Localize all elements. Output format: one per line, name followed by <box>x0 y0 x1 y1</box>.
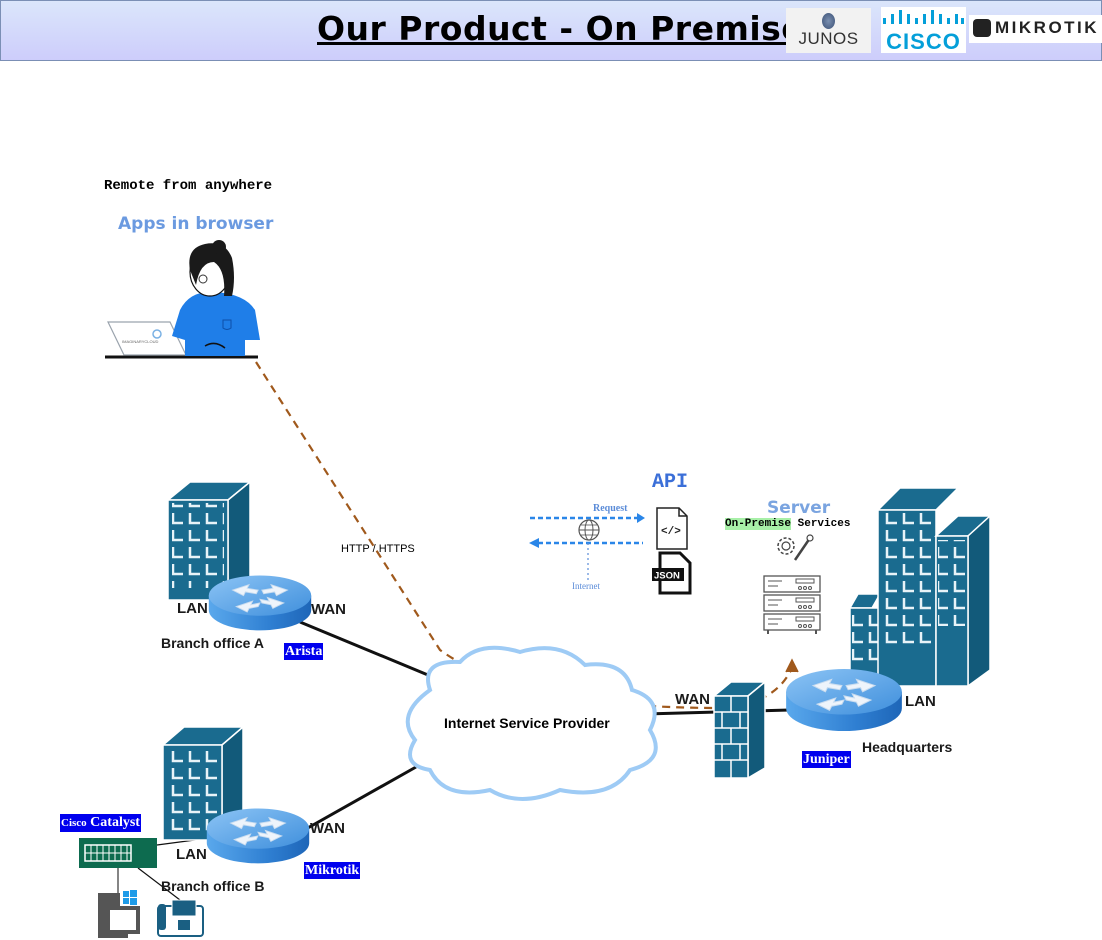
headquarters-buildings-icon <box>848 487 992 688</box>
branch-a-building-icon <box>165 480 253 602</box>
protocol-label: HTTP / HTTPS <box>341 543 415 555</box>
services-text: Services <box>791 518 851 530</box>
api-title: API <box>652 471 689 494</box>
isp-label: Internet Service Provider <box>444 715 610 731</box>
api-request-response-icon <box>529 513 645 580</box>
switch-vendor-small: Cisco <box>61 817 87 829</box>
ip-phone-icon <box>157 899 204 937</box>
hq-router-icon <box>785 668 903 732</box>
cisco-logo: CISCO <box>881 7 966 54</box>
cisco-logo-text: CISCO <box>886 29 961 54</box>
link-branch-a-isp <box>299 620 441 682</box>
code-file-icon: </> <box>656 507 688 550</box>
branch-a-lan-label: LAN <box>177 600 208 617</box>
page-title: Our Product - On Premise <box>317 9 805 48</box>
hq-wan-label: WAN <box>675 691 710 708</box>
mikrotik-emblem-icon <box>973 19 991 37</box>
cisco-catalyst-switch-icon <box>79 838 157 868</box>
mikrotik-logo-text: MIKROTIK <box>995 18 1100 37</box>
on-premise-highlight: On-Premise <box>725 518 792 530</box>
branch-b-wan-label: WAN <box>310 820 345 837</box>
branch-b-lan-label: LAN <box>176 846 207 863</box>
cisco-bars-icon <box>883 10 964 24</box>
apps-in-browser-label: Apps in browser <box>118 214 274 234</box>
branch-a-name: Branch office A <box>161 635 264 651</box>
person-shirt <box>172 291 260 356</box>
svg-text:</>: </> <box>661 526 681 538</box>
branch-b-name: Branch office B <box>161 878 265 894</box>
arrow-up-icon <box>785 658 799 673</box>
server-title: Server <box>767 498 831 518</box>
windows-pc-icon <box>98 890 140 938</box>
junos-emblem-icon <box>822 13 835 29</box>
on-premise-services-label: On-Premise Services <box>725 518 850 530</box>
branch-b-vendor-tag: Mikrotik <box>304 862 361 879</box>
branch-a-vendor-tag: Arista <box>284 643 324 660</box>
json-badge-text: JSON <box>654 571 680 582</box>
switch-vendor-tag: Cisco Catalyst <box>60 814 141 832</box>
internet-label: Internet <box>572 581 600 591</box>
branch-b-building-icon <box>160 725 246 842</box>
remote-heading: Remote from anywhere <box>104 178 273 194</box>
header-banner: Our Product - On Premise JUNOS CISCO MIK… <box>0 0 1102 61</box>
link-branch-b-isp <box>289 765 417 840</box>
switch-model: Catalyst <box>90 815 140 830</box>
laptop-brand-text: IMAGINARYCLOUD <box>122 339 158 344</box>
firewall-icon <box>711 680 768 780</box>
junos-logo: JUNOS <box>786 8 871 53</box>
server-rack-icon <box>763 575 821 634</box>
request-label: Request <box>593 503 628 514</box>
branch-a-router-icon <box>208 575 312 631</box>
link-switch-phone <box>137 867 181 901</box>
remote-user-illustration: IMAGINARYCLOUD <box>105 240 260 359</box>
person-hair <box>189 243 234 296</box>
branch-a-wan-label: WAN <box>311 601 346 618</box>
globe-icon <box>578 519 600 541</box>
branch-b-router-icon <box>206 808 310 864</box>
gear-wrench-icon <box>777 534 814 561</box>
hq-name: Headquarters <box>862 739 953 755</box>
json-file-icon: JSON <box>652 551 692 595</box>
mikrotik-logo: MIKROTIK <box>969 15 1102 43</box>
junos-logo-text: JUNOS <box>798 29 859 48</box>
isp-cloud-icon <box>405 645 658 801</box>
hq-vendor-tag: Juniper <box>802 751 851 768</box>
hq-lan-label: LAN <box>905 693 936 710</box>
